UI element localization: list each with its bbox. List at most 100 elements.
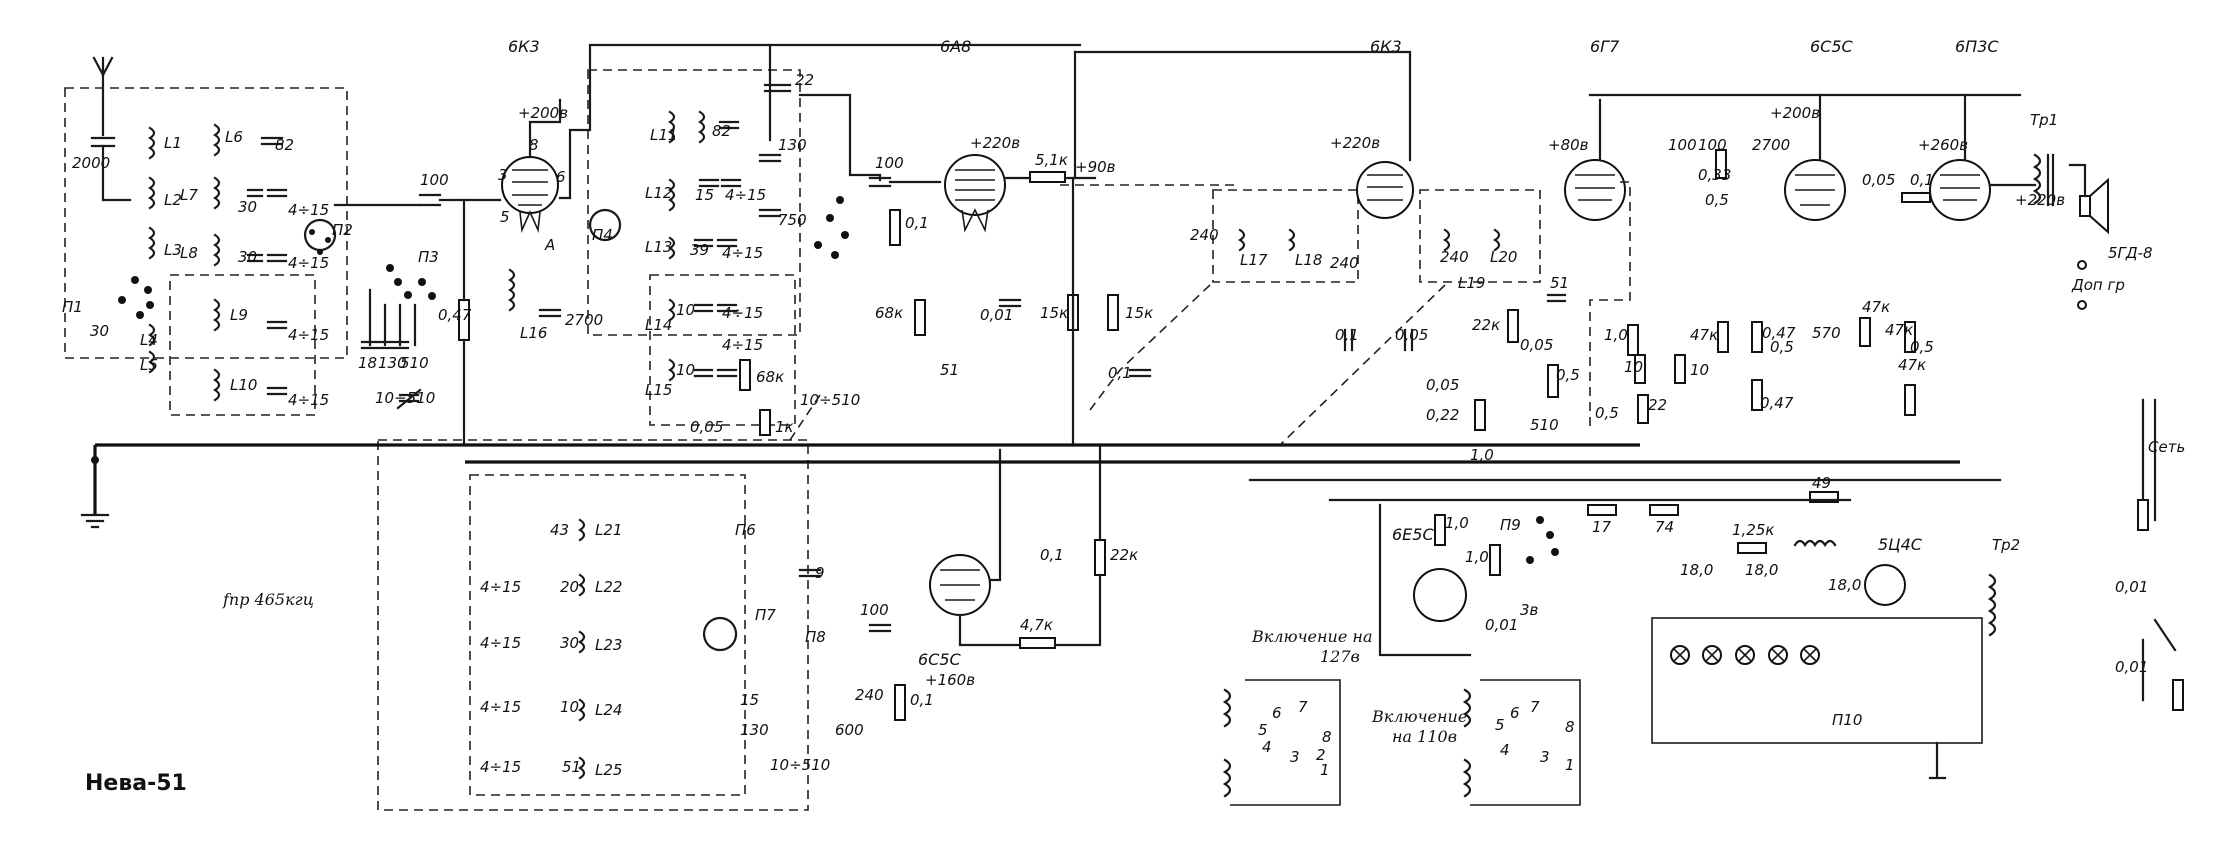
label-L20: L20 xyxy=(1490,248,1517,266)
label-c005-l2: 0,05 xyxy=(1426,376,1459,394)
label-c240: 240 xyxy=(1190,226,1219,244)
label-aux: Доп гр xyxy=(2071,276,2125,294)
label-P3: П3 xyxy=(418,248,439,266)
label-L1: L1 xyxy=(164,134,182,152)
preamp-stage: 100 100 0,33 0,5 2700 6С5С +200в 47к 0,4… xyxy=(1668,37,1890,412)
label-c240b: 240 xyxy=(1330,254,1359,272)
label-127-3: 3 xyxy=(1290,748,1300,766)
label-c10-l15: 10 xyxy=(676,361,695,379)
label-tube-tuning: 6Е5С xyxy=(1392,525,1434,544)
tube-det-6G7 xyxy=(1564,159,1626,221)
label-A-rf: А xyxy=(544,236,555,254)
label-mains-110-b: на 110в xyxy=(1392,727,1457,746)
label-c001d: 0,01 xyxy=(1485,616,1518,634)
label-pin8-rf: 8 xyxy=(529,136,539,154)
label-c2700b: 2700 xyxy=(1752,136,1790,154)
label-110-5: 5 xyxy=(1495,716,1505,734)
label-c600: 600 xyxy=(835,721,864,739)
label-P8: П8 xyxy=(805,628,826,646)
label-P4: П4 xyxy=(592,226,613,244)
label-pin3-rf: 3 xyxy=(498,166,508,184)
label-c005d: 0,05 xyxy=(1862,171,1895,189)
label-r47kc: 47к xyxy=(1885,321,1913,339)
mains-127v-diagram: Включение на 127в 5 6 7 8 4 3 2 1 xyxy=(1222,627,1372,806)
switch-P2: П2 xyxy=(304,218,353,255)
label-L17: L17 xyxy=(1240,251,1268,269)
label-c240-if2: 240 xyxy=(1440,248,1469,266)
label-110-7: 7 xyxy=(1530,698,1540,716)
label-r47kd: 47к xyxy=(1898,356,1926,374)
label-tube-preamp: 6С5С xyxy=(1810,37,1854,56)
label-127-4: 4 xyxy=(1262,738,1272,756)
label-c43: 43 xyxy=(550,521,569,539)
label-c01: 0,1 xyxy=(1108,364,1132,382)
label-c05-det: 0,5 xyxy=(1595,404,1619,422)
label-c4-15b: 4÷15 xyxy=(288,254,329,272)
label-L21: L21 xyxy=(595,521,622,539)
label-mains: Сеть xyxy=(2148,438,2185,456)
label-110-4: 4 xyxy=(1500,741,1510,759)
power-supply: 17 74 49 1,25к 18,0 18,0 18,0 5Ц4С Тр2 0… xyxy=(1587,398,2185,780)
label-c022: 0,22 xyxy=(1426,406,1459,424)
label-tube-if: 6К3 xyxy=(1370,37,1402,56)
label-c4-15j: 4÷15 xyxy=(480,634,521,652)
label-tube-osc: 6С5С xyxy=(918,650,962,669)
label-c4-15g: 4÷15 xyxy=(722,304,763,322)
label-r047b: 0,47 xyxy=(1760,394,1794,412)
main-buses xyxy=(95,43,2022,657)
label-c30c: 30 xyxy=(560,634,579,652)
label-L22: L22 xyxy=(595,578,622,596)
label-pin6-rf: 6 xyxy=(556,168,566,186)
mains-110v-diagram: Включение на 110в 5 6 7 8 4 3 1 xyxy=(1371,679,1581,806)
label-c100a: 100 xyxy=(420,171,449,189)
label-110-1: 1 xyxy=(1565,756,1575,774)
label-c39: 39 xyxy=(690,241,709,259)
label-L6: L6 xyxy=(225,128,243,146)
label-r01c: 0,1 xyxy=(910,691,934,709)
label-c15-l12: 15 xyxy=(695,186,714,204)
label-r68kb: 68к xyxy=(875,304,903,322)
label-c005c: 0,05 xyxy=(1520,336,1553,354)
label-r10b: 10 xyxy=(1624,358,1643,376)
oscillator-coil-block: П4 L11 82 L12 15 4÷15 L13 39 4÷15 L14 10… xyxy=(587,69,882,436)
input-primary-coils: L1 L2 L3 L4 L5 xyxy=(140,126,182,374)
switch-P1: П1 30 xyxy=(62,276,154,340)
label-L14: L14 xyxy=(645,316,672,334)
label-c4-15k: 4÷15 xyxy=(480,698,521,716)
label-r47k: 47к xyxy=(1690,326,1718,344)
label-r047: 0,47 xyxy=(1762,324,1796,342)
label-127-1: 1 xyxy=(1320,761,1330,779)
oscillator-section: 43 L21 4÷15 20 L22 4÷15 30 L23 4÷15 10 L… xyxy=(377,439,1138,811)
antenna-input-section: 2000 L1 L2 L3 L4 L5 L6 L7 L8 L9 xyxy=(62,56,422,529)
label-v-preamp: +200в xyxy=(1770,104,1820,122)
label-r01b: 0,1 xyxy=(1040,546,1064,564)
label-r51k: 5,1к xyxy=(1035,151,1068,169)
label-L16: L16 xyxy=(520,324,547,342)
label-v-det: +80в xyxy=(1548,136,1589,154)
label-c240c: 240 xyxy=(855,686,884,704)
label-c4-15f: 4÷15 xyxy=(722,244,763,262)
label-r01b-out: 0,1 xyxy=(1910,171,1934,189)
label-c18c: 18,0 xyxy=(1828,576,1861,594)
label-c30a: 30 xyxy=(238,198,257,216)
label-r49: 49 xyxy=(1812,474,1831,492)
label-c9: 9 xyxy=(815,564,825,582)
label-c4-15e: 4÷15 xyxy=(725,186,766,204)
label-Tr2: Тр2 xyxy=(1992,536,2020,554)
label-v-output: +260в xyxy=(1918,136,1968,154)
tube-rf-6K3: 6К3 +200в 8 3 6 5 А xyxy=(498,37,568,254)
label-c100-pre: 100 xyxy=(1698,136,1727,154)
label-r033: 0,33 xyxy=(1698,166,1731,184)
label-L7: L7 xyxy=(180,186,198,204)
page-title: Нева-51 xyxy=(85,771,187,796)
label-c001b: 0,01 xyxy=(2115,578,2148,596)
label-c10-510c: 10÷510 xyxy=(770,756,830,774)
speaker-icon xyxy=(2079,177,2109,235)
label-c82a: 82 xyxy=(275,136,294,154)
label-c005: 0,05 xyxy=(690,418,723,436)
label-r10e: 1,0 xyxy=(1465,548,1489,566)
label-L8: L8 xyxy=(180,244,198,262)
label-c130: 130 xyxy=(378,354,407,372)
label-r47k-osc: 4,7к xyxy=(1020,616,1053,634)
